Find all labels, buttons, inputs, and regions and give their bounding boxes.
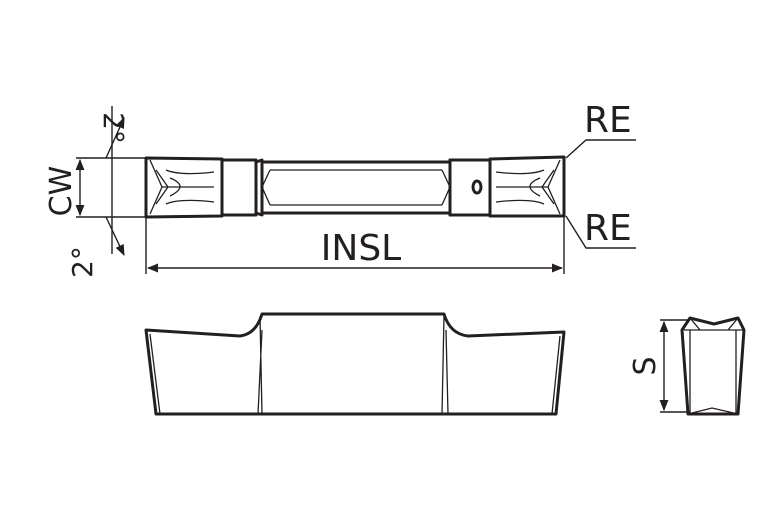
side-view-inner-lines xyxy=(149,315,561,415)
cw-label: CW xyxy=(44,166,79,217)
right-collar xyxy=(448,158,492,217)
end-view-outline xyxy=(680,316,746,416)
collar-mark xyxy=(471,179,483,195)
side-view-outline xyxy=(144,312,566,416)
insl-dimension: INSL xyxy=(145,216,565,274)
end-view xyxy=(680,316,746,416)
right-head-chip-groove xyxy=(495,159,561,215)
angle-bottom-label: 2° xyxy=(66,246,99,278)
angle-annotations: 2° 2° xyxy=(66,106,130,278)
re-bottom-label: RE xyxy=(584,208,632,249)
insl-label: INSL xyxy=(321,228,401,269)
shank-outline xyxy=(254,158,452,217)
re-leaders: RE RE xyxy=(565,100,636,249)
cw-dimension: CW xyxy=(44,157,146,218)
shank-inner-lines xyxy=(261,169,451,206)
left-collar xyxy=(220,158,258,217)
top-view xyxy=(144,155,566,219)
left-head-chip-groove xyxy=(149,159,215,215)
s-dimension: S xyxy=(628,319,690,413)
angle-top-label: 2° xyxy=(97,112,130,144)
side-view xyxy=(144,312,566,416)
re-top-label: RE xyxy=(584,100,632,141)
s-label: S xyxy=(628,356,663,375)
end-view-inner-lines xyxy=(684,317,744,415)
